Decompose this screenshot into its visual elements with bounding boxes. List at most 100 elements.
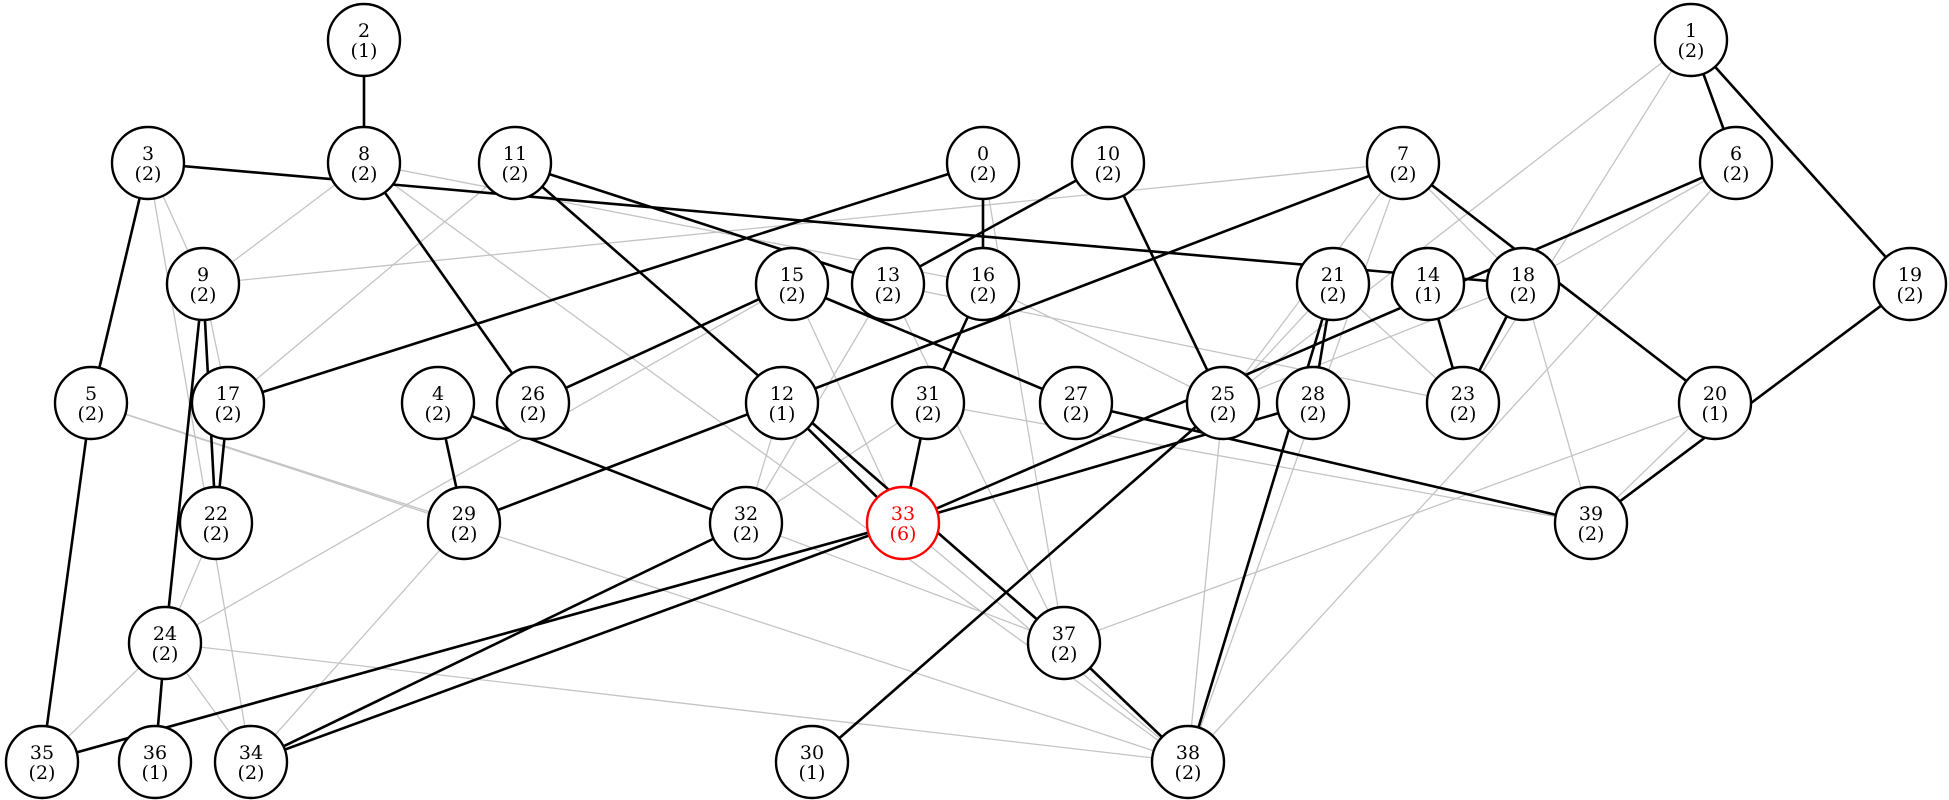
- faint-edge-32-37: [745, 522, 1065, 644]
- node-id-label: 33: [891, 503, 915, 525]
- node-count-label: (1): [142, 762, 169, 784]
- faint-edge-18-25: [1222, 283, 1524, 404]
- edge-15-26: [532, 282, 793, 405]
- faint-edge-1-23: [1462, 39, 1692, 404]
- node-id-label: 9: [197, 264, 209, 286]
- edge-9-24: [163, 283, 205, 644]
- node-count-label: (2): [970, 163, 997, 185]
- node-count-label: (2): [190, 284, 217, 306]
- node-id-label: 4: [432, 383, 444, 405]
- node-count-label: (2): [1175, 762, 1202, 784]
- node-circle: [53, 365, 129, 441]
- node-2: 2(1): [326, 2, 402, 78]
- node-6: 6(2): [1698, 125, 1774, 201]
- faint-edge-1-25: [1222, 39, 1692, 404]
- faint-edge-11-17: [227, 162, 516, 404]
- node-id-label: 38: [1176, 742, 1200, 764]
- node-count-label: (2): [78, 403, 105, 425]
- node-count-label: (1): [351, 40, 378, 62]
- node-id-label: 39: [1579, 503, 1603, 525]
- node-circle: [744, 365, 820, 441]
- node-14: 14(1): [1390, 246, 1466, 322]
- node-count-label: (2): [351, 163, 378, 185]
- node-circle: [1698, 125, 1774, 201]
- node-18: 18(2): [1485, 246, 1561, 322]
- node-id-label: 10: [1096, 143, 1120, 165]
- node-count-label: (2): [520, 403, 547, 425]
- edge-25-30: [811, 402, 1224, 763]
- node-id-label: 8: [358, 143, 370, 165]
- node-id-label: 22: [204, 503, 228, 525]
- node-id-label: 20: [1703, 383, 1727, 405]
- node-4: 4(2): [400, 365, 476, 441]
- node-38: 38(2): [1150, 724, 1226, 800]
- node-count-label: (2): [1510, 284, 1537, 306]
- node-9: 9(2): [165, 246, 241, 322]
- faint-edge-31-39: [927, 402, 1592, 524]
- node-count-label: (1): [799, 762, 826, 784]
- node-count-label: (2): [970, 284, 997, 306]
- node-33: 33(6): [865, 485, 941, 561]
- node-circle: [1295, 246, 1371, 322]
- node-circle: [1553, 485, 1629, 561]
- node-34: 34(2): [213, 724, 289, 800]
- node-25: 25(2): [1185, 365, 1261, 441]
- node-10: 10(2): [1070, 125, 1146, 201]
- node-27: 27(2): [1038, 365, 1114, 441]
- node-circle: [117, 724, 193, 800]
- node-3: 3(2): [110, 125, 186, 201]
- node-id-label: 0: [977, 143, 989, 165]
- edge-1-19: [1690, 39, 1911, 285]
- node-16: 16(2): [945, 246, 1021, 322]
- node-id-label: 30: [800, 742, 824, 764]
- faint-edge-0-37: [982, 162, 1065, 644]
- node-8: 8(2): [326, 125, 402, 201]
- faint-edge-7-38: [1187, 162, 1404, 763]
- node-count-label: (2): [203, 523, 230, 545]
- node-circle: [1070, 125, 1146, 201]
- node-id-label: 24: [153, 623, 177, 645]
- node-count-label: (1): [1702, 403, 1729, 425]
- node-circle: [708, 485, 784, 561]
- node-id-label: 32: [734, 503, 758, 525]
- node-13: 13(2): [850, 246, 926, 322]
- node-circle: [477, 125, 553, 201]
- node-circle: [426, 485, 502, 561]
- node-35: 35(2): [4, 724, 80, 800]
- edge-6-33: [902, 161, 1737, 525]
- node-count-label: (2): [1390, 163, 1417, 185]
- node-circle: [774, 724, 850, 800]
- node-circle: [1677, 365, 1753, 441]
- faint-edge-15-33: [791, 283, 904, 524]
- node-count-label: (2): [1578, 523, 1605, 545]
- node-count-label: (6): [890, 523, 917, 545]
- node-id-label: 21: [1321, 264, 1345, 286]
- faint-edge-18-39: [1522, 283, 1592, 524]
- node-circle: [190, 365, 266, 441]
- node-id-label: 18: [1511, 264, 1535, 286]
- node-circle: [326, 125, 402, 201]
- node-28: 28(2): [1275, 365, 1351, 441]
- node-37: 37(2): [1026, 605, 1102, 681]
- faint-edge-24-38: [164, 642, 1189, 763]
- node-circle: [890, 365, 966, 441]
- faint-edge-15-24: [164, 283, 793, 644]
- node-count-label: (2): [425, 403, 452, 425]
- node-circle: [850, 246, 926, 322]
- node-12: 12(1): [744, 365, 820, 441]
- node-count-label: (2): [1063, 403, 1090, 425]
- edge-32-34: [250, 521, 747, 764]
- edge-33-35: [41, 521, 904, 764]
- node-count-label: (2): [1300, 403, 1327, 425]
- node-1: 1(2): [1653, 2, 1729, 78]
- node-circle: [110, 125, 186, 201]
- node-count-label: (2): [1095, 163, 1122, 185]
- node-id-label: 31: [916, 383, 940, 405]
- node-id-label: 27: [1064, 383, 1088, 405]
- edge-3-5: [89, 162, 150, 404]
- node-id-label: 3: [142, 143, 154, 165]
- node-circle: [1390, 246, 1466, 322]
- node-circle: [1150, 724, 1226, 800]
- node-circle: [213, 724, 289, 800]
